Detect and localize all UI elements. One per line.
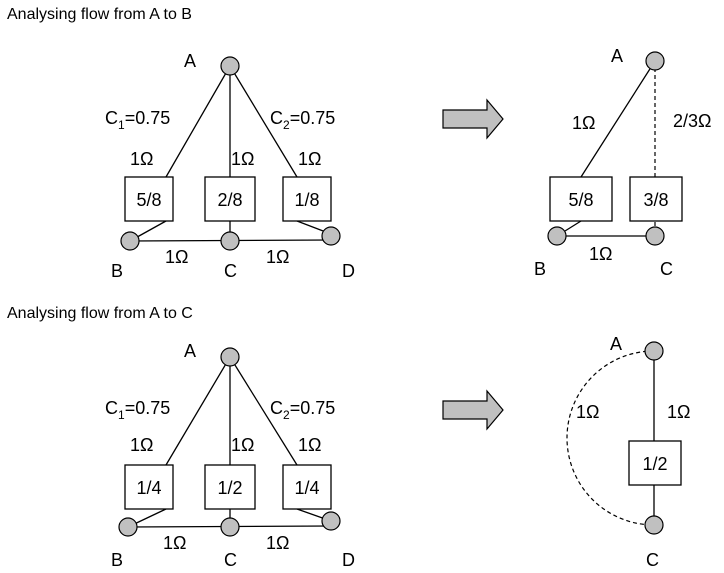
node-b — [118, 517, 138, 537]
node-c — [644, 515, 664, 535]
node-c-label: C — [224, 261, 237, 281]
node-c — [220, 517, 240, 537]
capacity-c1-label: C1=0.75 — [105, 108, 170, 132]
edge-a-left — [165, 356, 231, 466]
node-a-label: A — [184, 51, 196, 71]
reduced-network-a-to-b: 5/8 3/8 A B C 1Ω 2/3Ω 1Ω — [534, 46, 711, 279]
node-b — [120, 231, 140, 251]
node-d-label: D — [342, 550, 355, 570]
resistor-box — [628, 440, 682, 486]
node-d-label: D — [342, 261, 355, 281]
box-right-label: 3/8 — [643, 190, 668, 210]
edge-a-right — [229, 356, 298, 466]
resistor-box-right — [282, 176, 332, 222]
resistance-dashed-label: 2/3Ω — [673, 111, 711, 131]
node-d — [321, 511, 341, 531]
box-mid-label: 2/8 — [217, 190, 242, 210]
node-c-label: C — [224, 550, 237, 570]
node-b-label: B — [534, 259, 546, 279]
resistance-right-label: 1Ω — [298, 435, 321, 455]
resistance-cd-label: 1Ω — [266, 533, 289, 553]
resistor-box-left — [124, 176, 174, 222]
box-right-label: 1/8 — [294, 190, 319, 210]
resistor-box-mid — [204, 176, 256, 222]
resistance-mid-label: 1Ω — [231, 435, 254, 455]
node-a — [645, 51, 665, 71]
resistance-arc-label: 1Ω — [576, 402, 599, 422]
node-a — [220, 56, 240, 76]
node-b-label: B — [111, 261, 123, 281]
node-b — [547, 226, 567, 246]
transform-arrow-2 — [442, 389, 504, 431]
node-c — [220, 231, 240, 251]
network-a-to-b: 5/8 2/8 1/8 A B C D C1=0.75 C2=0.75 1Ω 1… — [105, 51, 355, 281]
capacity-c2-label: C2=0.75 — [270, 108, 335, 132]
resistor-box-left — [549, 176, 613, 222]
transform-arrow-1 — [442, 98, 504, 140]
resistance-left-label: 1Ω — [130, 149, 153, 169]
resistance-bc-label: 1Ω — [163, 533, 186, 553]
node-c — [645, 226, 665, 246]
box-label: 1/2 — [642, 454, 667, 474]
edge-a-box — [580, 60, 656, 178]
resistance-right-label: 1Ω — [298, 149, 321, 169]
capacity-c2-label: C2=0.75 — [270, 398, 335, 422]
box-left-label: 5/8 — [136, 190, 161, 210]
capacity-c1-label: C1=0.75 — [105, 398, 170, 422]
node-a-label: A — [610, 334, 622, 354]
node-a-label: A — [611, 46, 623, 66]
resistance-bc-label: 1Ω — [589, 244, 612, 264]
box-left-label: 1/4 — [136, 478, 161, 498]
resistor-box-right — [629, 176, 683, 222]
network-a-to-c: 1/4 1/2 1/4 A B C D C1=0.75 C2=0.75 1Ω 1… — [105, 341, 355, 570]
node-a-label: A — [184, 341, 196, 361]
box-mid-label: 1/2 — [217, 478, 242, 498]
resistor-box-left — [124, 464, 174, 510]
node-d — [321, 226, 341, 246]
resistor-box-mid — [204, 464, 256, 510]
heading-a-to-b: Analysing flow from A to B — [7, 6, 192, 23]
edge-a-c-dashed-arc — [566, 350, 655, 526]
resistor-box-right — [282, 464, 332, 510]
node-b-label: B — [111, 550, 123, 570]
reduced-network-a-to-c: 1/2 A C 1Ω 1Ω — [566, 334, 690, 570]
node-a — [644, 341, 664, 361]
box-left-label: 5/8 — [568, 190, 593, 210]
resistance-bc-label: 1Ω — [165, 247, 188, 267]
box-right-label: 1/4 — [294, 478, 319, 498]
resistance-line-label: 1Ω — [667, 402, 690, 422]
resistance-a-box-label: 1Ω — [572, 113, 595, 133]
node-c-label: C — [646, 550, 659, 570]
node-a — [220, 347, 240, 367]
edge-a-right — [229, 65, 298, 178]
edge-a-left — [165, 65, 231, 178]
resistance-cd-label: 1Ω — [266, 247, 289, 267]
node-c-label: C — [660, 259, 673, 279]
resistance-mid-label: 1Ω — [231, 149, 254, 169]
resistance-left-label: 1Ω — [130, 435, 153, 455]
heading-a-to-c: Analysing flow from A to C — [7, 305, 193, 322]
